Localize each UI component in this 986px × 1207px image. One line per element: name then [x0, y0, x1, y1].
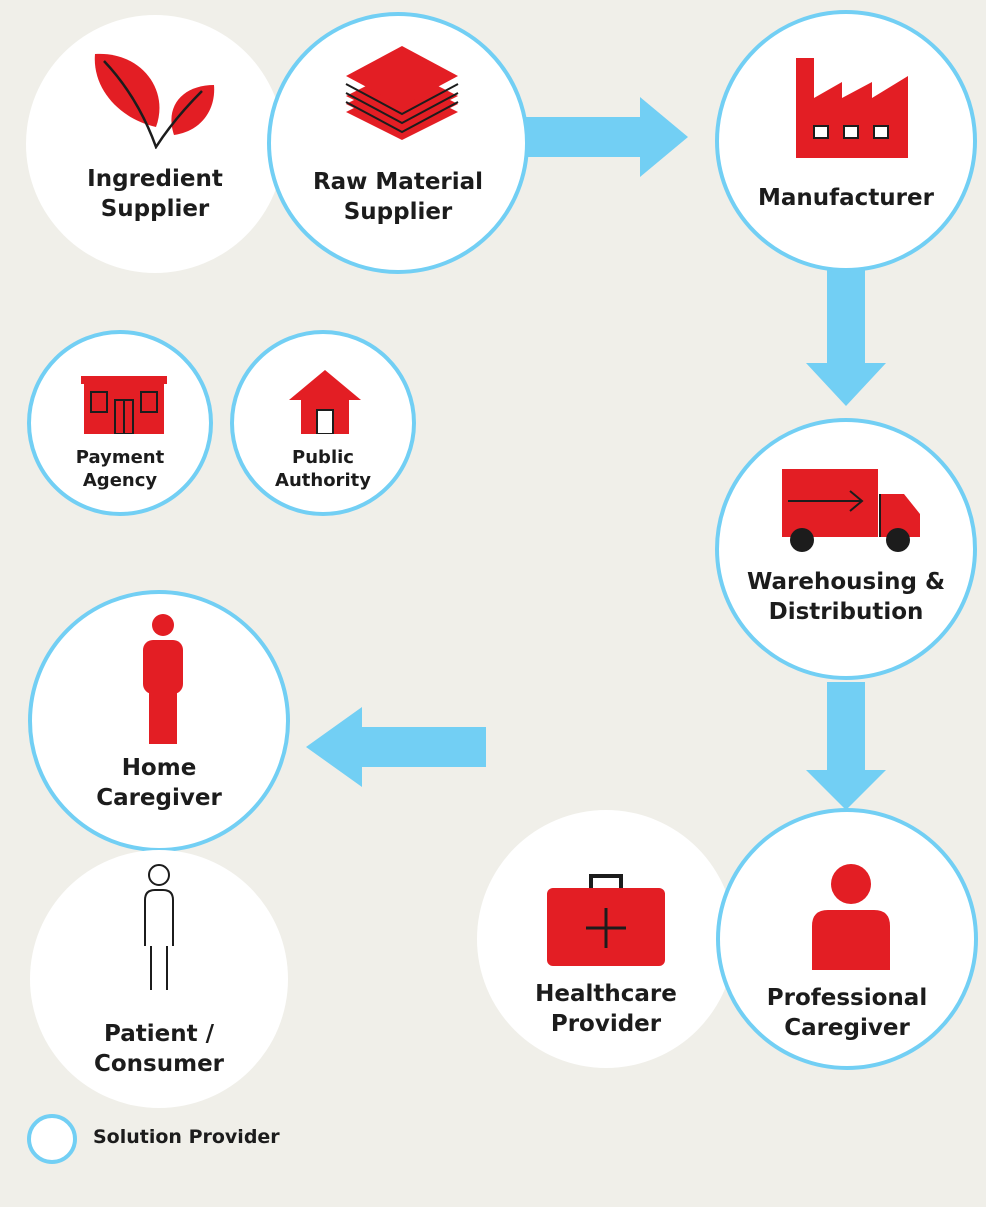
- node-ingredient-supplier: Ingredient Supplier: [26, 15, 284, 273]
- ingredient-label-line2: Supplier: [100, 195, 210, 222]
- arrow-down-2: [806, 682, 886, 810]
- leaves-icon: [94, 53, 215, 149]
- home-label-line1: Home: [121, 755, 197, 781]
- medical-kit-icon: [547, 874, 665, 966]
- node-healthcare-provider: Healthcare Provider: [477, 810, 735, 1068]
- storefront-icon: [81, 376, 167, 434]
- node-warehousing-distribution: Warehousing & Distribution: [715, 418, 977, 680]
- legend-swatch: [27, 1114, 77, 1164]
- person-outline-icon: [144, 864, 174, 990]
- legend-label: Solution Provider: [93, 1126, 280, 1148]
- home-label-line2: Caregiver: [96, 784, 222, 811]
- healthcare-label-line2: Provider: [550, 1010, 662, 1037]
- factory-icon: [796, 58, 908, 158]
- legend: Solution Provider: [27, 1114, 427, 1164]
- warehouse-label-line1: Warehousing &: [746, 569, 946, 595]
- caregiver-bust-icon: [812, 864, 890, 970]
- node-home-caregiver: Home Caregiver: [28, 590, 290, 852]
- manufacturer-label: Manufacturer: [758, 185, 934, 211]
- house-icon: [289, 370, 361, 434]
- patient-label-line1: Patient /: [103, 1021, 214, 1047]
- node-professional-caregiver: Professional Caregiver: [716, 808, 978, 1070]
- professional-label-line2: Caregiver: [784, 1014, 910, 1041]
- professional-label-line1: Professional: [766, 985, 928, 1011]
- authority-label-line1: Public: [292, 447, 354, 468]
- raw-label-line1: Raw Material: [312, 169, 484, 195]
- warehouse-label-line2: Distribution: [768, 598, 924, 625]
- node-raw-material-supplier: Raw Material Supplier: [267, 12, 529, 274]
- node-public-authority: Public Authority: [230, 330, 416, 516]
- node-patient-consumer: Patient / Consumer: [30, 850, 288, 1108]
- raw-label-line2: Supplier: [343, 198, 453, 225]
- patient-label-line2: Consumer: [93, 1050, 225, 1077]
- payment-label-line1: Payment: [75, 447, 165, 468]
- authority-label-line2: Authority: [275, 470, 371, 492]
- healthcare-label-line1: Healthcare: [535, 981, 677, 1007]
- node-payment-agency: Payment Agency: [27, 330, 213, 516]
- node-manufacturer: Manufacturer: [715, 10, 977, 272]
- arrow-left: [306, 707, 486, 787]
- ingredient-label-line1: Ingredient: [87, 166, 223, 192]
- payment-label-line2: Agency: [82, 470, 158, 492]
- stacked-layers-icon: [345, 46, 459, 140]
- truck-icon: [782, 469, 920, 552]
- person-icon: [143, 614, 183, 744]
- arrow-right: [520, 97, 688, 177]
- arrow-down-1: [806, 268, 886, 406]
